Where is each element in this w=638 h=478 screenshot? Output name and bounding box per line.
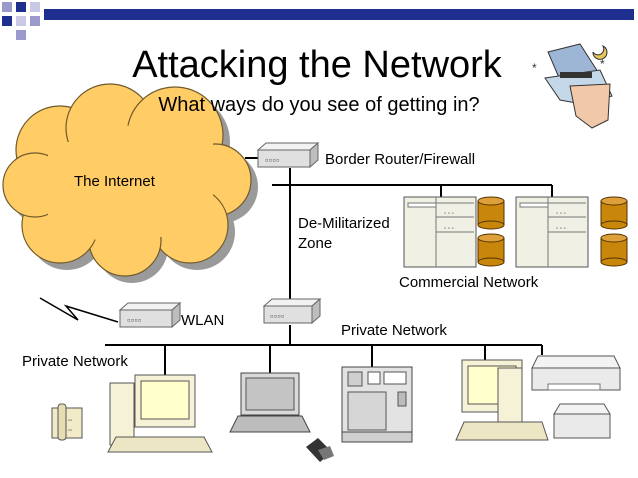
svg-text:▫ ▫ ▫: ▫ ▫ ▫ (444, 226, 454, 232)
database-icon[interactable] (477, 196, 505, 230)
svg-text:*: * (532, 61, 537, 75)
svg-text:▫ ▫ ▫: ▫ ▫ ▫ (556, 226, 566, 232)
database-icon[interactable] (477, 233, 505, 267)
dmz-label-line2: Zone (298, 235, 333, 252)
internet-label: The Internet (74, 173, 155, 190)
server-icon[interactable]: ▫ ▫ ▫ ▫ ▫ ▫ (403, 196, 477, 268)
wlan-label: WLAN (181, 312, 225, 329)
private-network-label-left: Private Network (22, 353, 128, 370)
printer-icon[interactable] (531, 355, 621, 391)
private-network-label-right: Private Network (341, 322, 447, 339)
svg-text:▫▫▫▫: ▫▫▫▫ (265, 157, 279, 164)
dmz-label-line1: De-Militarized (298, 215, 390, 232)
svg-text:▫▫: ▫▫ (68, 428, 72, 434)
title-text: Attacking the Network (132, 44, 502, 86)
computer-icon[interactable] (107, 374, 213, 453)
internet-cloud (2, 83, 258, 283)
database-icon[interactable] (600, 233, 628, 267)
page-title: Attacking the Network (0, 44, 638, 87)
corner-decoration (2, 2, 634, 40)
svg-text:▫▫▫▫: ▫▫▫▫ (270, 313, 284, 320)
lightning-bolt-icon (39, 297, 119, 323)
svg-text:▫▫▫▫: ▫▫▫▫ (127, 317, 141, 324)
mobile-phone-icon[interactable] (306, 438, 334, 462)
svg-text:▫ ▫ ▫: ▫ ▫ ▫ (556, 211, 566, 217)
network-hub-icon[interactable]: ▫▫▫▫ (256, 141, 320, 169)
printer-icon[interactable] (553, 403, 611, 439)
telephone-icon[interactable]: ▫▫ ▫▫ (51, 403, 83, 441)
svg-text:▫ ▫ ▫: ▫ ▫ ▫ (444, 211, 454, 217)
svg-text:*: * (600, 57, 605, 71)
server-icon[interactable]: ▫ ▫ ▫ ▫ ▫ ▫ (515, 196, 589, 268)
network-hub-icon[interactable]: ▫▫▫▫ (262, 297, 322, 325)
svg-text:▫▫: ▫▫ (68, 418, 72, 424)
hacker-icon: * * (532, 43, 613, 129)
network-hub-icon[interactable]: ▫▫▫▫ (118, 301, 182, 329)
computer-icon[interactable] (455, 359, 549, 441)
laptop-icon[interactable] (229, 372, 311, 433)
server-icon[interactable] (341, 366, 413, 443)
commercial-network-label: Commercial Network (399, 274, 539, 291)
database-icon[interactable] (600, 196, 628, 230)
border-router-label: Border Router/Firewall (325, 151, 476, 168)
page-subtitle: What ways do you see of getting in? (158, 94, 480, 116)
